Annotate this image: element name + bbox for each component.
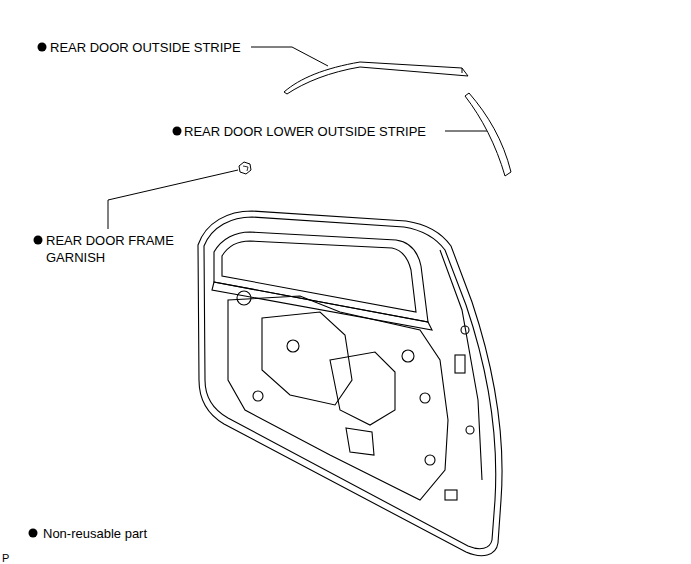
frame-garnish-detail <box>243 166 248 171</box>
mount-hole <box>237 291 251 305</box>
mount-hole <box>402 350 414 362</box>
frame-garnish <box>239 162 251 174</box>
non-reusable-mark <box>173 127 182 136</box>
belt-line <box>212 282 432 330</box>
lower-outside-stripe <box>465 93 511 176</box>
lock-opening <box>455 355 465 373</box>
outside-stripe <box>284 62 468 94</box>
rear-door <box>198 211 502 556</box>
window-opening <box>214 232 428 322</box>
drain-opening <box>445 490 457 500</box>
legend-mark <box>29 529 38 538</box>
door-inner-outline <box>204 217 496 549</box>
service-hole <box>330 352 395 425</box>
door-edge-flange <box>440 250 482 480</box>
page-code: P <box>2 550 9 564</box>
leader-line <box>251 47 328 66</box>
door-outline <box>198 211 502 556</box>
mount-hole <box>466 426 474 434</box>
mount-hole <box>420 393 430 403</box>
stripe-end <box>462 68 463 73</box>
legend-text: Non-reusable part <box>43 525 147 542</box>
part-name: REAR DOOR OUTSIDE STRIPE <box>50 39 241 56</box>
inner-panel <box>228 296 448 500</box>
part-name: REAR DOOR LOWER OUTSIDE STRIPE <box>184 123 426 140</box>
leader-lines <box>108 47 492 229</box>
part-name: REAR DOOR FRAME GARNISH <box>46 232 196 266</box>
mount-hole <box>253 391 263 401</box>
non-reusable-mark <box>34 236 43 245</box>
leader-line <box>445 131 492 132</box>
mount-hole <box>425 455 435 465</box>
mount-hole <box>287 340 299 352</box>
service-hole <box>346 428 374 455</box>
non-reusable-mark <box>38 43 47 52</box>
